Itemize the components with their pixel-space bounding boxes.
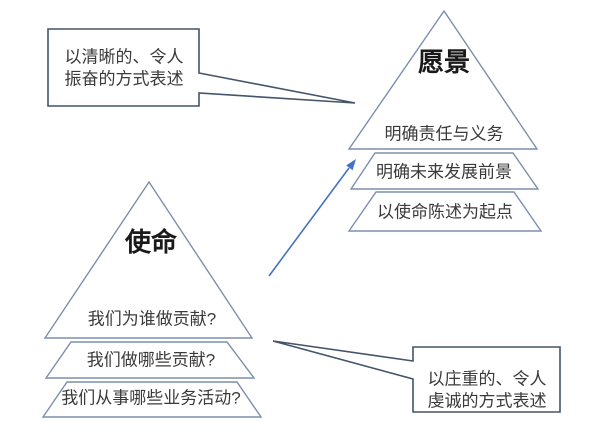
mission-layer-3-label: 我们从事哪些业务活动?	[61, 389, 240, 408]
mission-pyramid-layer-2	[44, 341, 256, 379]
mission-callout: 以庄重的、令人 虔诚的方式表述	[272, 340, 561, 413]
mission-callout-line-1: 以庄重的、令人	[428, 370, 547, 389]
vision-callout-line-1: 以清晰的、令人	[65, 48, 184, 67]
mission-to-vision-arrow	[268, 159, 356, 277]
vision-callout-bubble	[47, 28, 356, 107]
mission-callout-line-2: 虔诚的方式表述	[428, 392, 547, 411]
mission-pyramid-top-triangle	[43, 180, 254, 339]
vision-layer-3-label: 以使命陈述为起点	[377, 202, 513, 222]
mission-pyramid-layer-3	[41, 381, 263, 418]
vision-title: 愿景	[418, 47, 470, 77]
vision-pyramid: 愿景 明确责任与义务 明确未来发展前景 以使命陈述为起点	[347, 9, 543, 232]
mission-title: 使命	[124, 227, 178, 257]
arrow-head-icon	[346, 159, 356, 171]
mission-layer-1-label: 我们为谁做贡献?	[88, 310, 216, 329]
vision-callout: 以清晰的、令人 振奋的方式表述	[47, 28, 356, 107]
vision-callout-line-2: 振奋的方式表述	[65, 70, 184, 89]
mission-pyramid: 使命 我们为谁做贡献? 我们做哪些贡献? 我们从事哪些业务活动?	[41, 180, 263, 418]
mission-layer-2-label: 我们做哪些贡献?	[87, 351, 215, 370]
vision-pyramid-layer-3	[347, 191, 543, 232]
vision-pyramid-top-triangle	[347, 9, 539, 150]
vision-pyramid-layer-2	[349, 152, 540, 190]
arrow-shaft	[268, 167, 350, 277]
mission-callout-bubble	[272, 340, 561, 413]
vision-layer-2-label: 明确未来发展前景	[376, 163, 512, 182]
vision-layer-1-label: 明确责任与义务	[385, 125, 504, 144]
